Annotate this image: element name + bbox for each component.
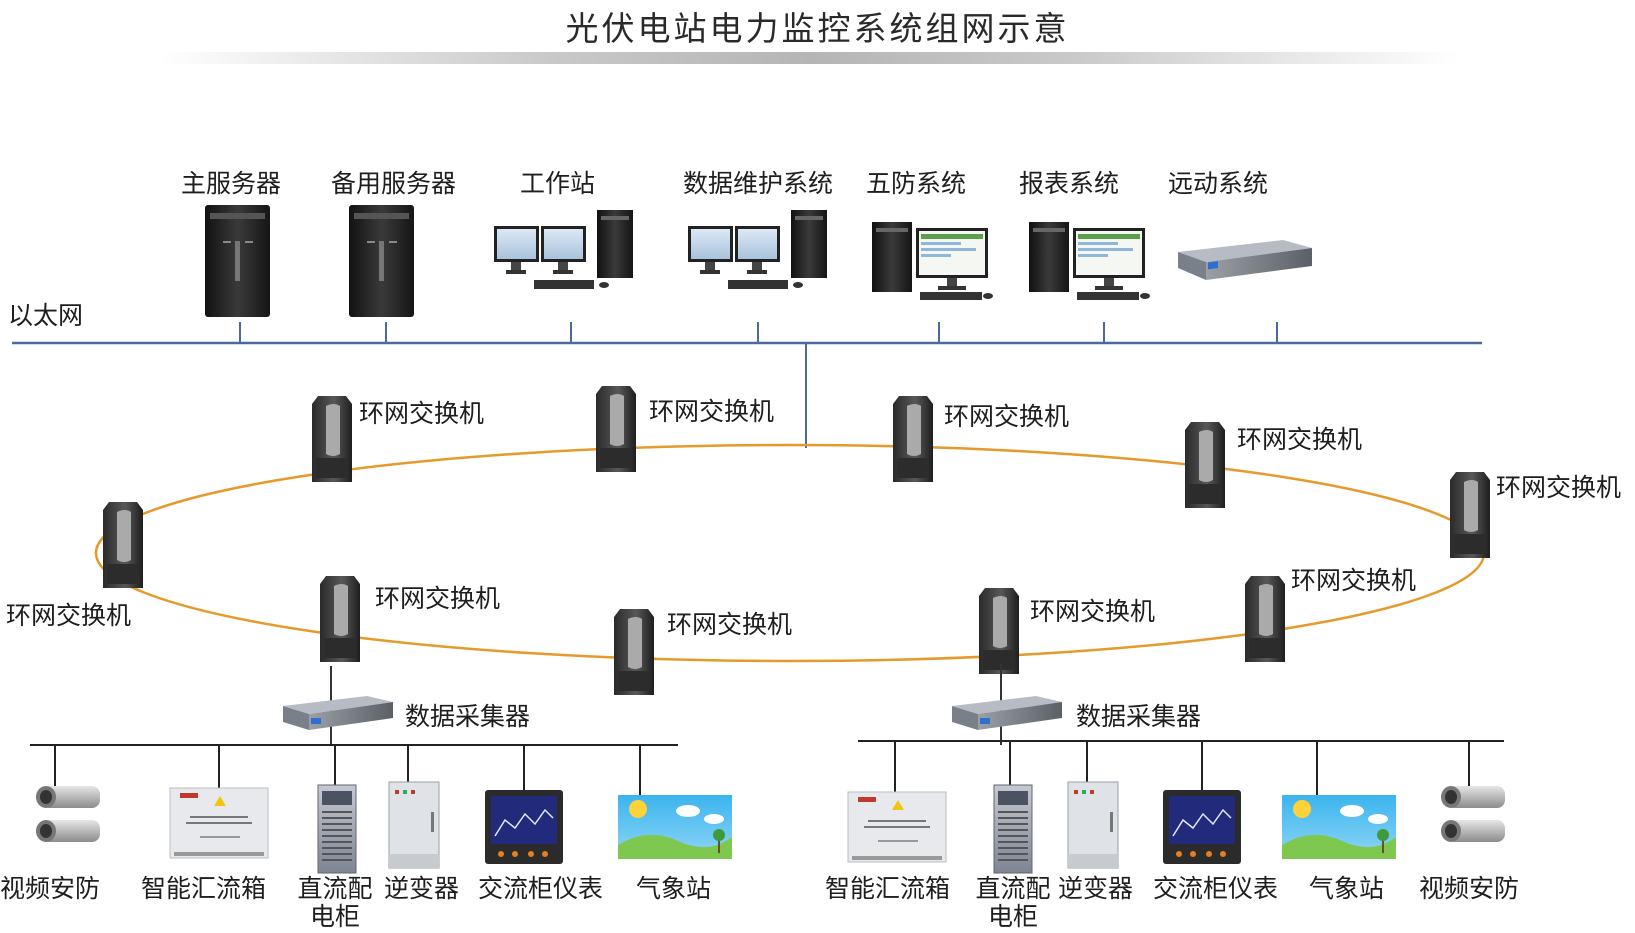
- ring-switch-label: 环网交换机: [6, 601, 132, 630]
- video-camera-icon: [36, 786, 100, 842]
- ring-switch-label: 环网交换机: [1496, 473, 1622, 502]
- ring-switch-icon: [893, 396, 933, 482]
- weather-station-icon: [1282, 795, 1396, 859]
- title-underline: [160, 52, 1460, 64]
- left-video-label: 视频安防: [0, 874, 101, 903]
- right-inverter-label: 逆变器: [1058, 874, 1134, 903]
- left-combiner-label: 智能汇流箱: [141, 874, 267, 903]
- ring-switch-label: 环网交换机: [375, 584, 501, 613]
- ring-switch-label: 环网交换机: [1237, 425, 1363, 454]
- ring-switch-icon: [1185, 422, 1225, 508]
- right-combiner-label: 智能汇流箱: [825, 874, 951, 903]
- ac-meter-icon: [1163, 790, 1241, 864]
- left-field-bus: [30, 744, 678, 795]
- left-data-collector-label: 数据采集器: [405, 702, 531, 731]
- ac-meter-icon: [485, 790, 563, 864]
- ring-switch-icon: [1450, 472, 1490, 558]
- dc-cabinet-icon: [317, 784, 357, 874]
- right-data-collector-icon: [952, 696, 1062, 730]
- five-defense-icon: [872, 222, 993, 300]
- backup-server-icon: [349, 205, 414, 317]
- ring-switch-icon: [312, 396, 352, 482]
- five-defense-label: 五防系统: [866, 169, 967, 198]
- left-inverter-label: 逆变器: [384, 874, 460, 903]
- ring-switch-label: 环网交换机: [1291, 566, 1417, 595]
- ring-switch-label: 环网交换机: [1030, 597, 1156, 626]
- right-weather-label: 气象站: [1309, 874, 1385, 903]
- ring-switch-icon: [614, 609, 654, 695]
- ethernet-bus: [12, 322, 1482, 448]
- right-dc-cabinet-label: 直流配电柜: [975, 874, 1051, 931]
- main-server-icon: [205, 205, 270, 317]
- workstation-label: 工作站: [520, 169, 596, 198]
- right-field-bus: [858, 740, 1504, 795]
- ring-switch-icon: [320, 576, 360, 662]
- telecontrol-label: 远动系统: [1168, 169, 1269, 198]
- left-ac-meter-label: 交流柜仪表: [478, 874, 604, 903]
- data-maintenance-icon: [688, 210, 827, 289]
- left-data-collector-icon: [283, 696, 393, 730]
- right-video-label: 视频安防: [1419, 874, 1520, 903]
- ethernet-label: 以太网: [8, 301, 84, 330]
- right-ac-meter-label: 交流柜仪表: [1153, 874, 1279, 903]
- workstation-icon: [494, 210, 633, 289]
- smart-combiner-box-icon: [847, 791, 947, 863]
- video-camera-icon: [1441, 786, 1505, 842]
- ring-switch-label: 环网交换机: [667, 610, 793, 639]
- report-system-icon: [1029, 222, 1150, 300]
- ring-switch-icon: [596, 386, 636, 472]
- weather-station-icon: [618, 795, 732, 859]
- report-system-label: 报表系统: [1019, 169, 1120, 198]
- main-server-label: 主服务器: [181, 169, 282, 198]
- right-data-collector-label: 数据采集器: [1076, 702, 1202, 731]
- smart-combiner-box-icon: [169, 787, 269, 859]
- telecontrol-device-icon: [1178, 240, 1312, 280]
- diagram-title: 光伏电站电力监控系统组网示意: [565, 9, 1070, 48]
- data-maintenance-label: 数据维护系统: [683, 169, 834, 198]
- ring-switch-icon: [979, 588, 1019, 674]
- dc-cabinet-icon: [993, 784, 1033, 874]
- ring-switch-icon: [103, 502, 143, 588]
- ring-switch-icon: [1245, 576, 1285, 662]
- ring-switch-label: 环网交换机: [359, 399, 485, 428]
- inverter-icon: [1067, 781, 1119, 869]
- inverter-icon: [388, 781, 440, 869]
- backup-server-label: 备用服务器: [331, 169, 457, 198]
- left-weather-label: 气象站: [636, 874, 712, 903]
- ring-switch-label: 环网交换机: [944, 402, 1070, 431]
- ring-switch-label: 环网交换机: [649, 397, 775, 426]
- left-dc-cabinet-label: 直流配电柜: [297, 874, 373, 931]
